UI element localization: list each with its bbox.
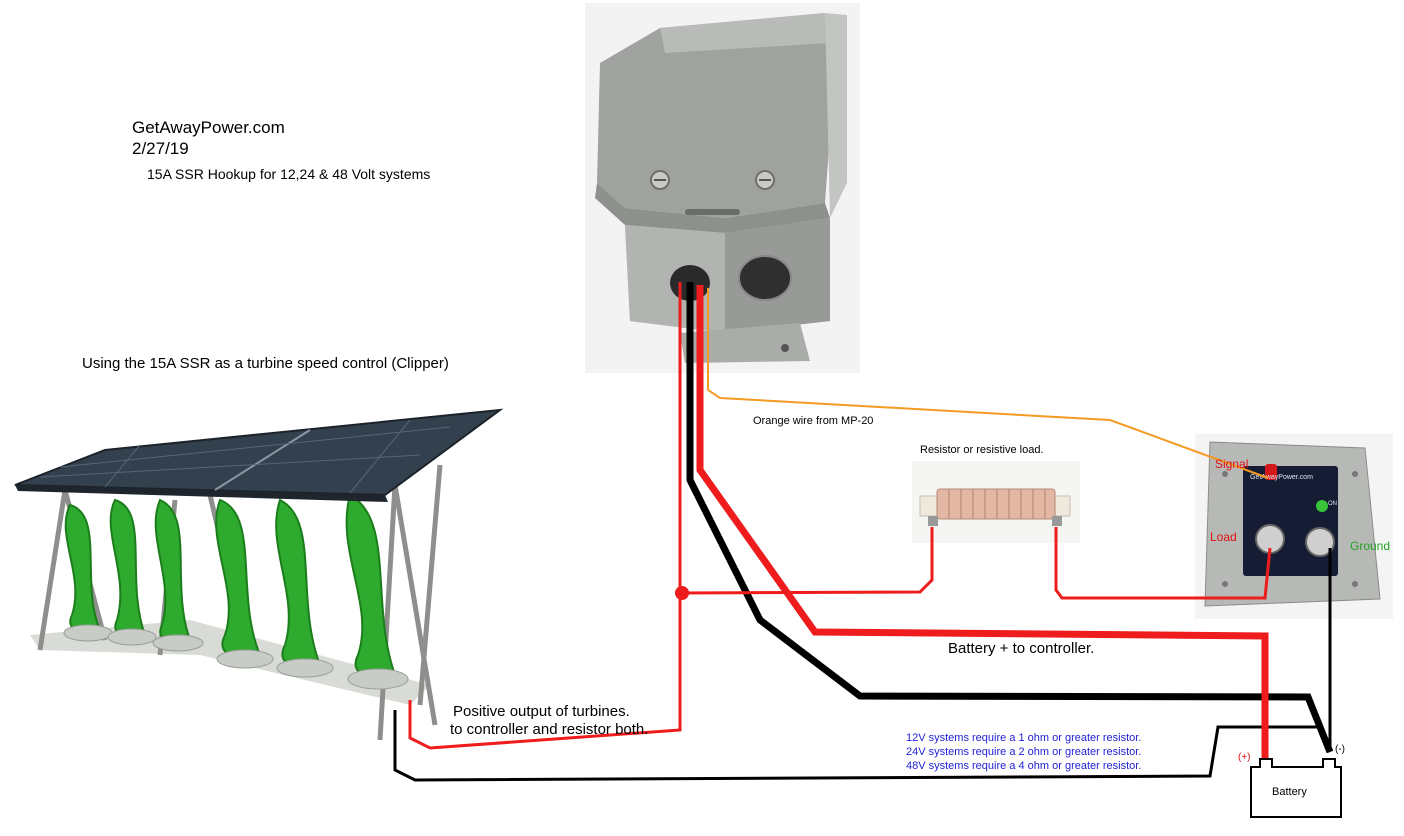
turbine-positive-wire: [408, 282, 682, 750]
controller-enclosure: [585, 3, 860, 373]
load-label: Load: [1210, 530, 1237, 544]
turbine-output-label-line1: Positive output of turbines.: [453, 703, 630, 720]
negative-wire-controller: [686, 282, 1334, 754]
signal-wire: [707, 288, 1269, 479]
battery-negative-label: (-): [1335, 744, 1345, 755]
usage-caption: Using the 15A SSR as a turbine speed con…: [82, 355, 449, 372]
battery-positive-terminal: [1259, 758, 1273, 768]
orange-wire-label: Orange wire from MP-20: [753, 415, 874, 427]
battery-positive-label: (+): [1238, 752, 1251, 763]
battery-label: Battery: [1272, 786, 1307, 798]
battery-negative-terminal: [1322, 758, 1336, 768]
junction-dot: [675, 586, 689, 600]
ssr-led-label: ON: [1328, 501, 1337, 507]
resistor-note-24v: 24V systems require a 2 ohm or greater r…: [906, 746, 1142, 758]
ground-label: Ground: [1350, 539, 1391, 553]
resistor-label: Resistor or resistive load.: [920, 444, 1044, 456]
resistor-note-12v: 12V systems require a 1 ohm or greater r…: [906, 732, 1142, 744]
ssr-board: [1195, 434, 1393, 619]
negative-wire-turbines: [393, 710, 1332, 782]
resistor-note-48v: 48V systems require a 4 ohm or greater r…: [906, 760, 1142, 772]
resistor-image: [912, 461, 1080, 543]
diagram-date: 2/27/19: [132, 139, 189, 158]
turbine-output-label-line2: to controller and resistor both.: [450, 721, 649, 738]
resistor-feed-wire: [679, 527, 934, 595]
battery-feed-label: Battery + to controller.: [948, 640, 1095, 657]
battery-box: [1250, 766, 1342, 818]
turbine-canopy: [14, 408, 504, 741]
site-name: GetAwayPower.com: [132, 118, 285, 137]
ssr-board-brand: GetAwayPower.com: [1250, 474, 1313, 481]
signal-label: Signal: [1215, 457, 1249, 471]
diagram-subtitle: 15A SSR Hookup for 12,24 & 48 Volt syste…: [147, 166, 431, 182]
resistor-load-wire: [1054, 527, 1272, 600]
battery-positive-wire: [696, 285, 1269, 760]
